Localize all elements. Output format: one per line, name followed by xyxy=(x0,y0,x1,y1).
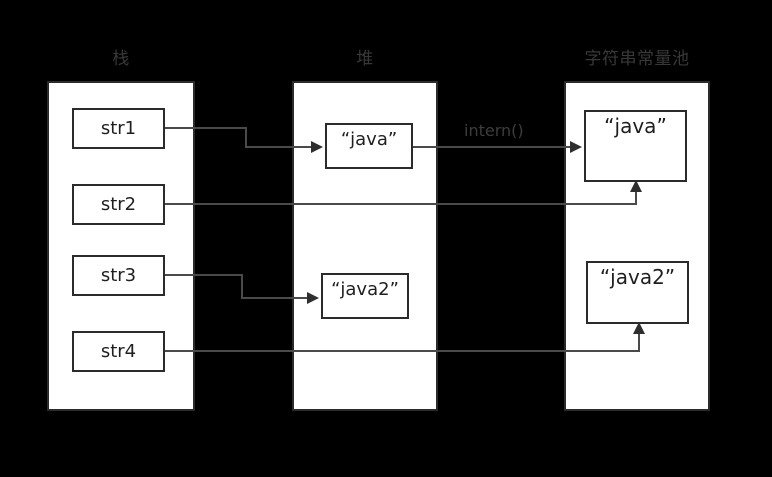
stack-node-str4[interactable]: str4 xyxy=(72,331,165,372)
edge-heap-java-to-pool-java-segment xyxy=(413,146,572,148)
edge-str1-to-heap-java-segment-h2 xyxy=(245,146,313,148)
pool-node-java2[interactable]: “java2” xyxy=(586,261,689,324)
edge-str4-to-pool-java2-segment-h xyxy=(165,350,640,352)
pool-node-java-label: “java” xyxy=(604,114,667,138)
heap-node-java2-label: “java2” xyxy=(331,279,399,300)
stack-node-str1[interactable]: str1 xyxy=(72,108,165,149)
edge-str3-to-heap-java2-segment-h1 xyxy=(165,274,243,276)
stack-node-str3-label: str3 xyxy=(100,264,137,286)
stack-node-str1-label: str1 xyxy=(100,117,137,139)
edge-str3-to-heap-java2-segment-h2 xyxy=(241,297,309,299)
stack-node-str3[interactable]: str3 xyxy=(72,255,165,296)
edge-str4-to-pool-java2-segment-v xyxy=(638,334,640,351)
heap-node-java-label: “java” xyxy=(340,129,398,150)
arrow-up-icon-str4-to-pool-java2 xyxy=(633,322,645,334)
heap-node-java2[interactable]: “java2” xyxy=(321,273,409,319)
edge-str3-to-heap-java2-segment-v xyxy=(241,274,243,299)
pool-node-java[interactable]: “java” xyxy=(584,110,687,182)
stack-node-str2[interactable]: str2 xyxy=(72,184,165,225)
column-header-heap: 堆 xyxy=(356,49,374,69)
stack-node-str2-label: str2 xyxy=(100,193,137,215)
edge-str2-to-pool-java-segment-v xyxy=(635,192,637,204)
edge-str2-to-pool-java-segment-h xyxy=(165,203,637,205)
pool-node-java2-label: “java2” xyxy=(599,265,676,289)
column-header-string-constant-pool: 字符串常量池 xyxy=(584,49,690,69)
arrow-right-icon-str1-to-heap-java xyxy=(311,141,323,153)
arrow-right-icon-str3-to-heap-java2 xyxy=(307,292,319,304)
arrow-up-icon-str2-to-pool-java xyxy=(630,180,642,192)
edge-label-intern: intern() xyxy=(464,121,524,140)
column-header-stack: 栈 xyxy=(112,49,130,69)
stack-node-str4-label: str4 xyxy=(100,340,137,362)
heap-node-java[interactable]: “java” xyxy=(325,123,413,169)
edge-str1-to-heap-java-segment-v xyxy=(245,127,247,148)
edge-str1-to-heap-java-segment-h1 xyxy=(165,127,247,129)
arrow-right-icon-heap-java-to-pool-java xyxy=(570,141,582,153)
